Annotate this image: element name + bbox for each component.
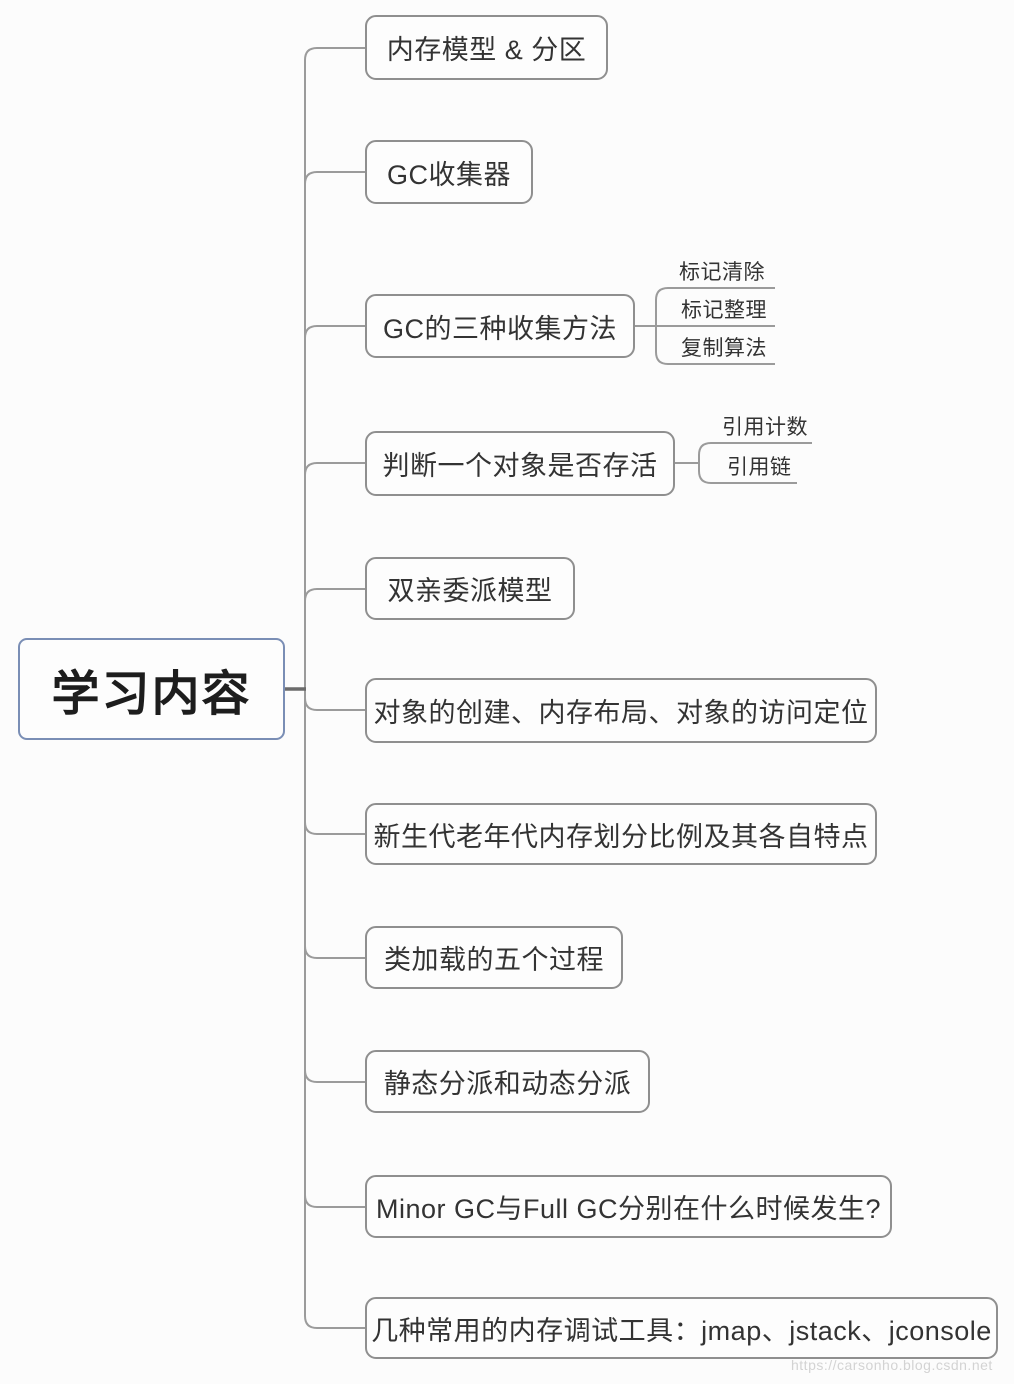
node-generation-memory-ratio: 新生代老年代内存划分比例及其各自特点 [365, 803, 877, 865]
node-label: 类加载的五个过程 [384, 945, 604, 975]
node-label: 内存模型 & 分区 [386, 35, 587, 65]
leaf-mark-sweep: 标记清除 [679, 261, 765, 284]
branch-elbow-7 [304, 821, 366, 835]
node-label: 判断一个对象是否存活 [382, 451, 658, 481]
leaf-reference-counting: 引用计数 [722, 416, 808, 439]
leaf-reference-chain: 引用链 [727, 456, 792, 479]
watermark: https://carsonho.blog.csdn.net [791, 1357, 993, 1373]
node-class-loading-process: 类加载的五个过程 [365, 926, 623, 989]
root-node-label: 学习内容 [51, 668, 252, 721]
fork-bracket-object-alive [698, 442, 812, 484]
node-parent-delegation-model: 双亲委派模型 [365, 557, 575, 620]
node-label: 双亲委派模型 [387, 576, 553, 606]
node-object-alive-judgment: 判断一个对象是否存活 [365, 431, 675, 496]
branch-elbow-6 [304, 697, 366, 711]
node-memory-model: 内存模型 & 分区 [365, 15, 608, 80]
node-label: Minor GC与Full GC分别在什么时候发生? [375, 1194, 882, 1224]
node-label: GC的三种收集方法 [383, 313, 617, 344]
node-gc-collection-methods: GC的三种收集方法 [365, 294, 635, 358]
node-gc-collectors: GC收集器 [365, 140, 533, 204]
branch-elbow-10 [304, 1194, 366, 1208]
node-memory-debug-tools: 几种常用的内存调试工具：jmap、jstack、jconsole [365, 1297, 998, 1359]
leaf-copying-algorithm: 复制算法 [681, 337, 767, 360]
branch-elbow-4 [304, 462, 366, 476]
branch-elbow-11 [304, 1315, 366, 1329]
branch-elbow-2 [304, 171, 366, 185]
node-label: 新生代老年代内存划分比例及其各自特点 [373, 821, 869, 852]
node-label: 对象的创建、内存布局、对象的访问定位 [373, 698, 869, 728]
node-object-creation-layout-access: 对象的创建、内存布局、对象的访问定位 [365, 678, 877, 743]
node-minor-full-gc-timing: Minor GC与Full GC分别在什么时候发生? [365, 1175, 892, 1238]
branch-elbow-8 [304, 945, 366, 959]
root-node: 学习内容 [18, 638, 285, 740]
node-label: 几种常用的内存调试工具：jmap、jstack、jconsole [371, 1315, 992, 1346]
branch-elbow-9 [304, 1069, 366, 1083]
branch-elbow-1 [304, 47, 366, 61]
branch-elbow-3 [304, 325, 366, 339]
leaf-mark-compact: 标记整理 [681, 299, 767, 322]
node-label: 静态分派和动态分派 [383, 1069, 632, 1099]
node-label: GC收集器 [387, 159, 511, 190]
branch-elbow-5 [304, 588, 366, 602]
node-static-dynamic-dispatch: 静态分派和动态分派 [365, 1050, 650, 1113]
